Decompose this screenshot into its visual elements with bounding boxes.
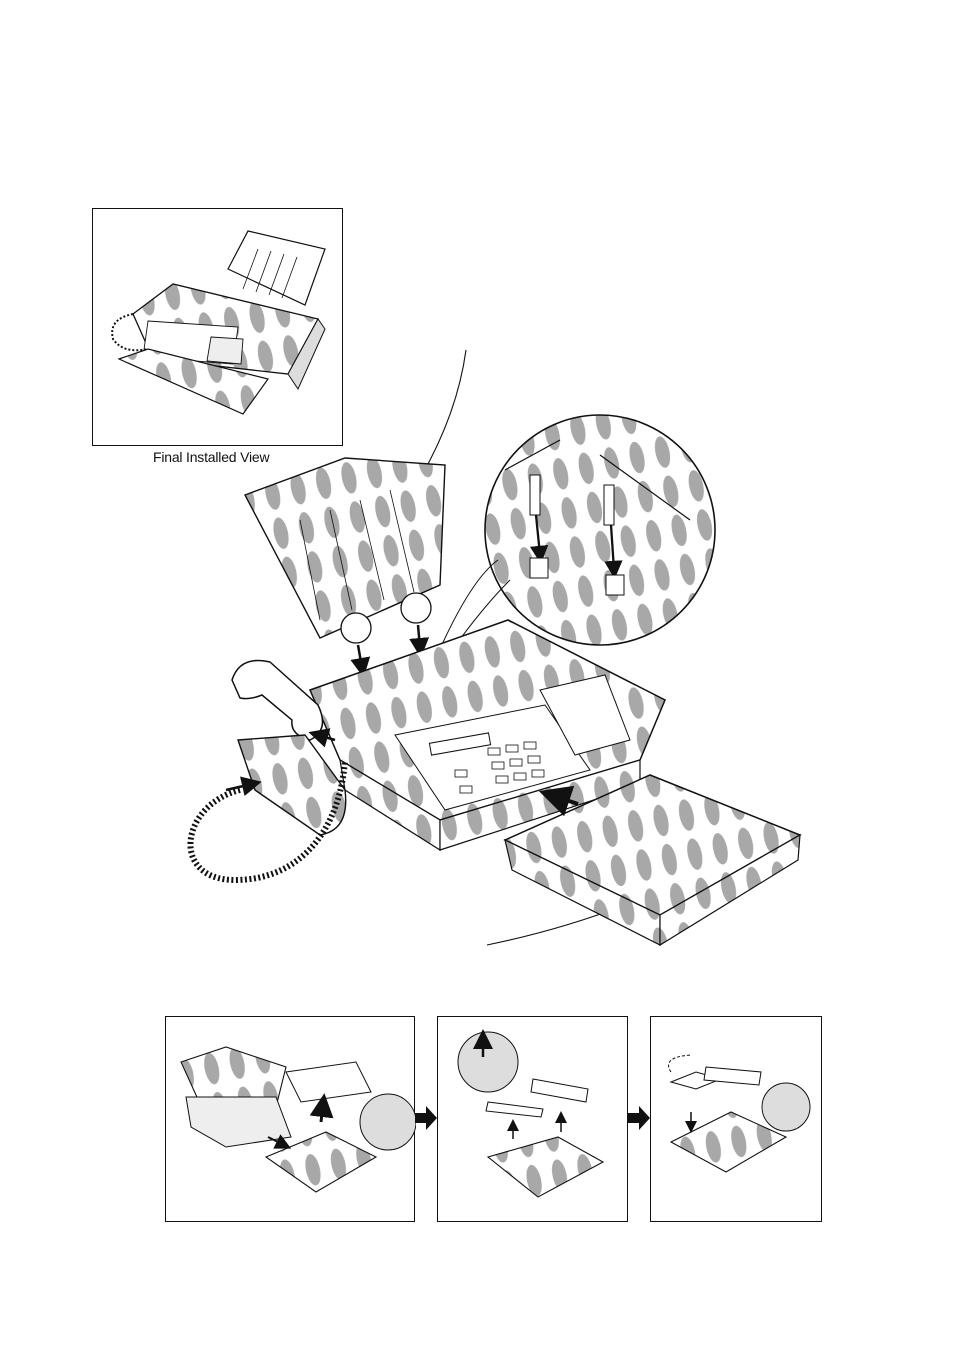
down-arrow-icon xyxy=(358,645,362,668)
remove-tray-illustration xyxy=(166,1017,416,1223)
paper-support xyxy=(245,458,445,668)
step-2-panel xyxy=(437,1016,628,1222)
next-step-arrow-icon xyxy=(627,1106,651,1130)
next-step-arrow-icon xyxy=(414,1106,438,1130)
fax-assembly-illustration xyxy=(0,0,954,1000)
attach-cover-illustration xyxy=(651,1017,823,1223)
step-3-panel xyxy=(650,1016,822,1222)
detach-cover-illustration xyxy=(438,1017,629,1223)
up-arrow-icon xyxy=(321,1105,323,1122)
down-arrow-icon xyxy=(418,625,420,648)
step-1-panel xyxy=(165,1016,415,1222)
detail-magnifier xyxy=(435,415,715,660)
